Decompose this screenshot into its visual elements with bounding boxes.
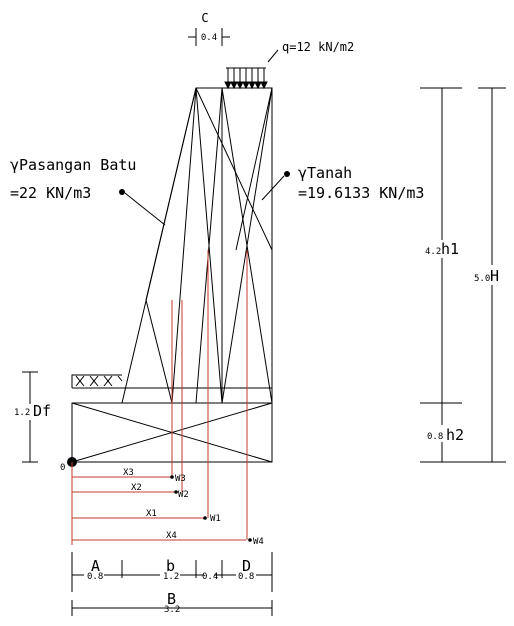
w1-label: W1 <box>210 514 221 524</box>
soil-unit-weight-value: =19.6133 KN/m3 <box>298 184 424 202</box>
surcharge-load-label: q=12 kN/m2 <box>282 40 354 54</box>
h1-label: h1 <box>441 240 459 258</box>
b-total-label: B <box>167 590 176 608</box>
df-dimension <box>22 371 38 463</box>
h2-label: h2 <box>446 426 464 444</box>
top-width-value: 0.4 <box>201 33 217 43</box>
a-value: 0.8 <box>87 572 103 582</box>
d-label: D <box>242 557 251 575</box>
w2-label: W2 <box>178 490 189 500</box>
stone-unit-weight-value: =22 KN/m3 <box>10 184 91 202</box>
stone-leader-dot <box>119 189 125 195</box>
x4-label: X4 <box>166 531 177 541</box>
soil-leader-line <box>261 175 285 201</box>
w1-point <box>203 516 207 520</box>
w3-point <box>170 475 174 479</box>
w3-label: W3 <box>175 474 186 484</box>
bottom-dimensions <box>71 552 273 616</box>
ground-hatch <box>71 374 123 388</box>
origin-label: 0 <box>60 463 65 473</box>
x3-label: X3 <box>123 468 134 478</box>
surcharge-load-arrows <box>224 49 279 90</box>
b-small-value: 1.2 <box>163 572 179 582</box>
df-value: 1.2 <box>14 408 30 418</box>
b-total-value: 3.2 <box>164 605 180 615</box>
h2-value: 0.8 <box>427 432 443 442</box>
h1-value: 4.2 <box>425 247 441 257</box>
wall-body <box>121 87 273 404</box>
stone-unit-weight-label: γPasangan Batu <box>10 156 136 174</box>
soil-unit-weight-label: γTanah <box>298 164 352 182</box>
stone-leader-line <box>124 192 166 226</box>
b-small-label: b <box>166 557 175 575</box>
height-dimensions <box>420 87 506 463</box>
soil-leader-dot <box>284 171 290 177</box>
a-label: A <box>91 557 100 575</box>
df-label: Df <box>33 402 51 420</box>
h-value: 5.0 <box>474 274 490 284</box>
x1-label: X1 <box>146 509 157 519</box>
gap-value: 0.4 <box>202 572 218 582</box>
d-value: 0.8 <box>238 572 254 582</box>
w4-point <box>248 538 252 542</box>
h-label: H <box>490 267 499 285</box>
top-width-dimension <box>188 28 230 46</box>
x2-label: X2 <box>131 483 142 493</box>
moment-arms <box>71 250 248 545</box>
w4-label: W4 <box>253 537 264 547</box>
w2-point <box>174 490 178 494</box>
top-width-label: C <box>201 11 208 25</box>
